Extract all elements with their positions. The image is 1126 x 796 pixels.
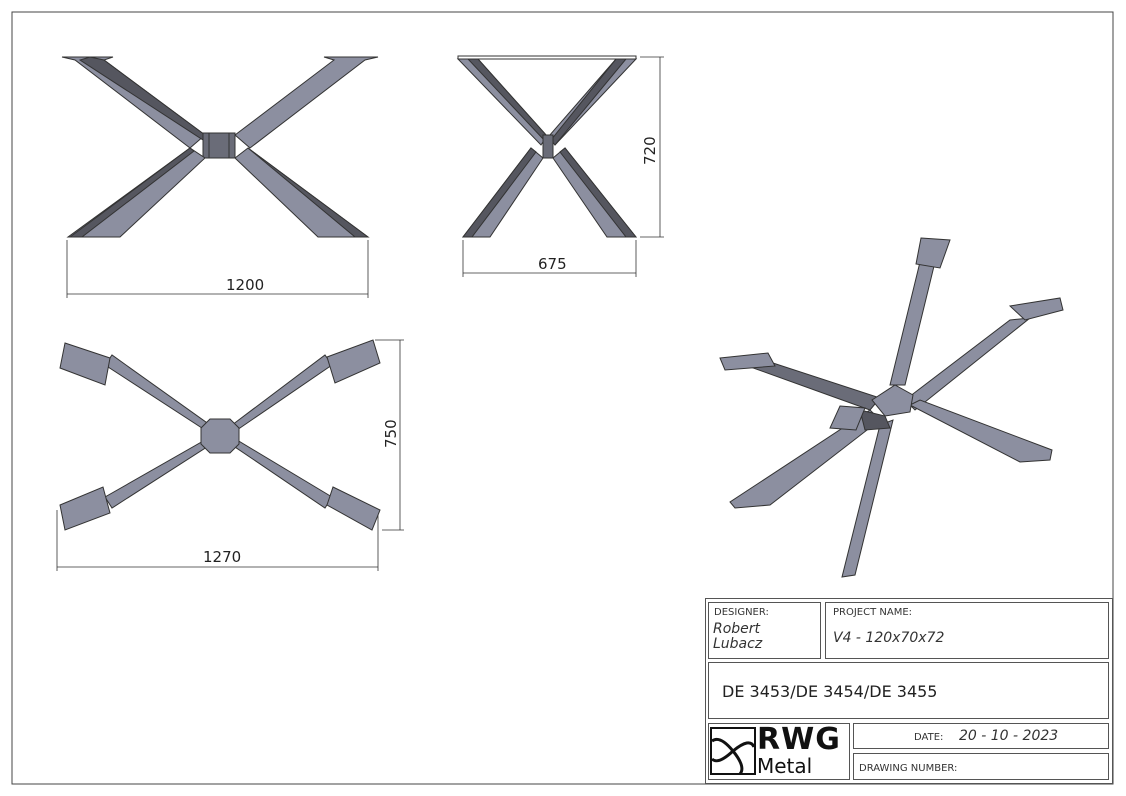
designer-name-line2: Lubacz [713, 636, 763, 652]
dimension-750: 750 [382, 419, 400, 448]
dimension-1200: 1200 [226, 276, 264, 294]
designer-label: DESIGNER: [714, 607, 769, 618]
title-block [705, 598, 1113, 784]
dimension-675: 675 [538, 255, 567, 273]
dimension-1270: 1270 [203, 548, 241, 566]
date-label: DATE: [914, 732, 944, 743]
top-dimensions [56, 339, 404, 571]
part-numbers: DE 3453/DE 3454/DE 3455 [722, 682, 938, 701]
logo-text-metal: Metal [757, 754, 813, 778]
dimension-720: 720 [641, 136, 659, 165]
designer-cell: DESIGNER: Robert Lubacz [708, 602, 821, 659]
project-name: V4 - 120x70x72 [833, 630, 945, 646]
side-dimensions [462, 56, 664, 277]
front-view [61, 56, 379, 238]
logo-text-rwg: RWG [757, 722, 841, 757]
date-value: 20 - 10 - 2023 [959, 728, 1059, 744]
designer-name-line1: Robert [713, 621, 761, 637]
project-cell: PROJECT NAME: V4 - 120x70x72 [825, 602, 1109, 659]
logo-cell: RWG Metal [708, 722, 850, 780]
top-view [59, 339, 381, 531]
part-numbers-cell: DE 3453/DE 3454/DE 3455 [708, 662, 1109, 719]
drawing-number-cell: DRAWING NUMBER: [853, 753, 1109, 780]
date-cell: DATE: 20 - 10 - 2023 [853, 723, 1109, 749]
rwg-logo-icon [710, 727, 756, 775]
front-width-dimension [66, 240, 369, 298]
isometric-view [719, 237, 1064, 578]
project-label: PROJECT NAME: [833, 607, 913, 618]
drawing-number-label: DRAWING NUMBER: [859, 763, 958, 774]
sheet-border [11, 11, 1114, 785]
side-view [456, 55, 638, 238]
